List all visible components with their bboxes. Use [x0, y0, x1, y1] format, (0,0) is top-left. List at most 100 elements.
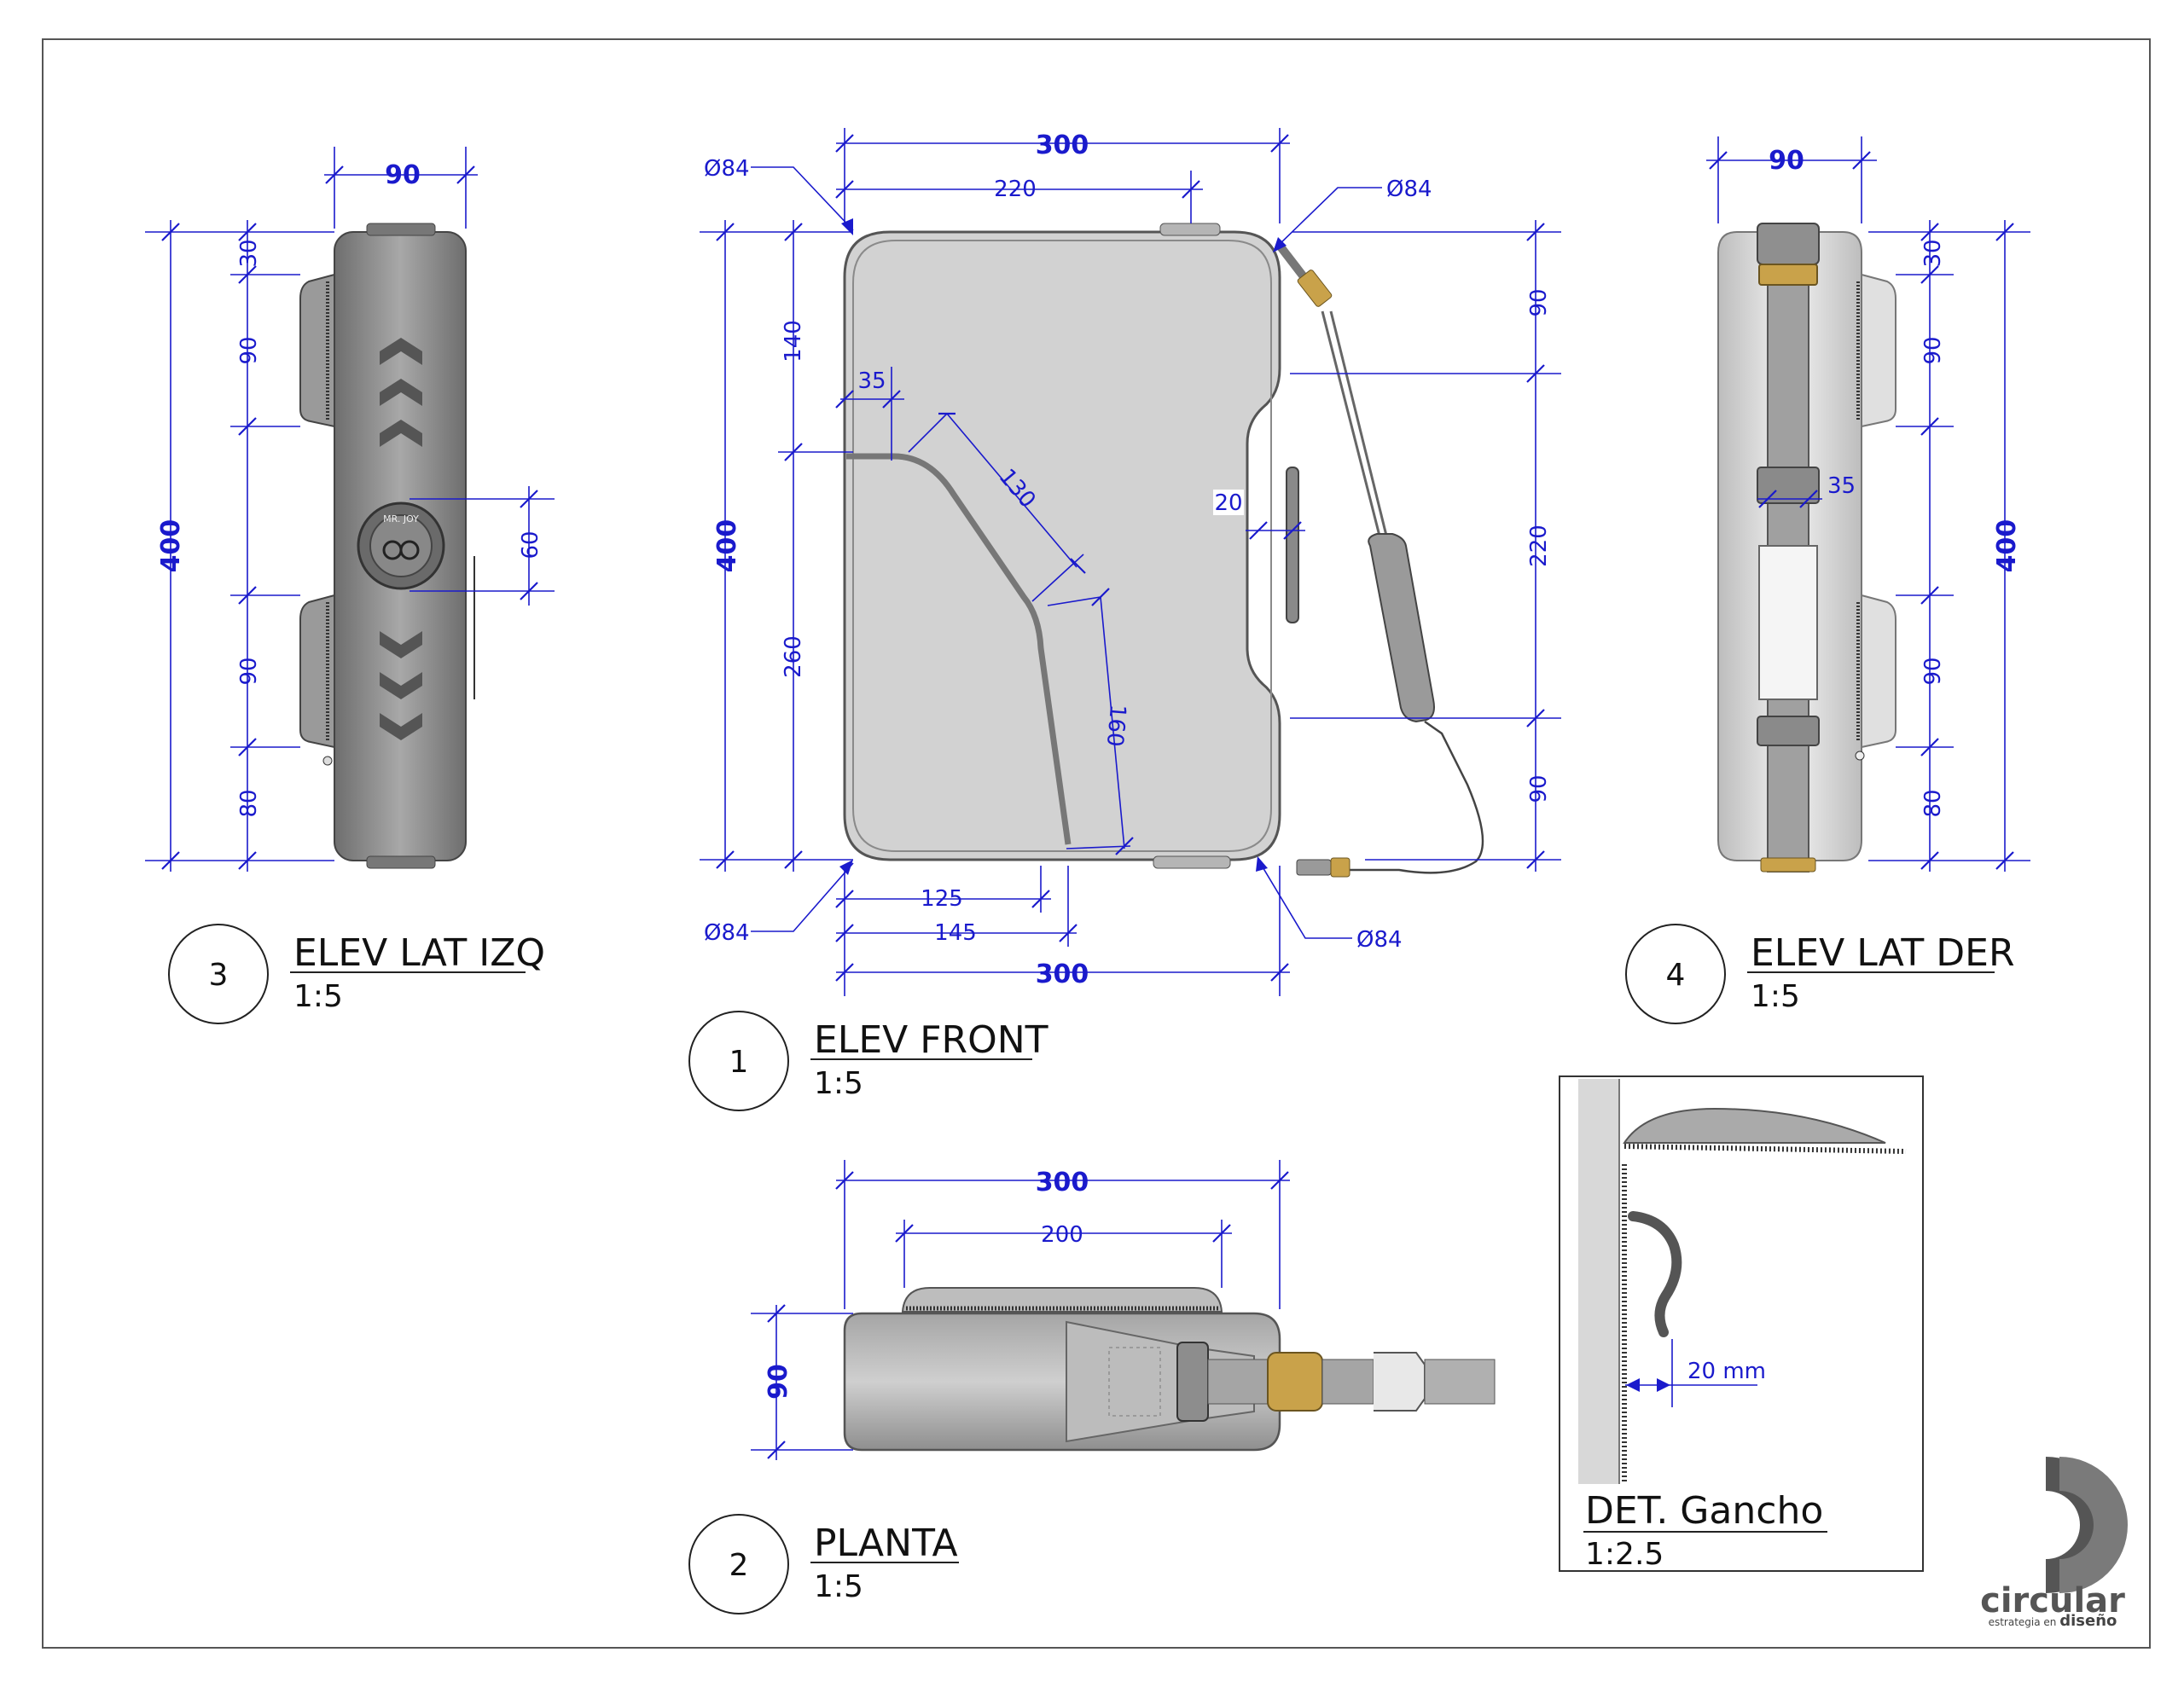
badge-text: MR. JOY [383, 513, 419, 525]
svg-text:90: 90 [1526, 774, 1552, 803]
view-number-circle [1625, 924, 1726, 1024]
svg-text:35: 35 [1827, 473, 1856, 499]
svg-text:80: 80 [236, 789, 262, 817]
logo-tagline: estrategia en diseño [1989, 1612, 2117, 1630]
dim-width-90-der: 90 [1706, 136, 1877, 223]
dim-plan-90: 90 [751, 1304, 853, 1460]
buckle [1267, 1352, 1323, 1412]
svg-text:400: 400 [712, 519, 742, 573]
svg-text:300: 300 [1036, 1168, 1089, 1197]
svg-text:Ø84: Ø84 [1356, 927, 1403, 953]
dim-160: 160 [1047, 588, 1134, 855]
svg-text:90: 90 [1769, 146, 1804, 176]
dim-height-400-der: 400 [1868, 220, 2030, 872]
front-seam [846, 453, 1072, 845]
chevron-down-icon [380, 631, 422, 740]
view-title: ELEV LAT IZQ [293, 931, 545, 975]
dim-chain-left: 30 90 90 80 [230, 220, 300, 872]
strap-pad [1758, 545, 1818, 700]
svg-text:220: 220 [1526, 525, 1552, 567]
view-number-circle [688, 1514, 789, 1615]
view-elev-front: 300 220 Ø84 Ø84 Ø84 Ø84 [688, 128, 1561, 1111]
shoulder-strap [1276, 242, 1484, 878]
svg-text:125: 125 [921, 886, 963, 912]
svg-text:Ø84: Ø84 [1386, 177, 1432, 202]
svg-text:Ø84: Ø84 [704, 920, 750, 946]
view-elev-lat-der: 90 400 30 90 90 80 35 4 [1625, 136, 2030, 1024]
view-title: DET. Gancho [1585, 1489, 1823, 1533]
svg-text:145: 145 [934, 920, 977, 946]
dim-height-400-front: 400 [700, 220, 853, 872]
sheet-border [42, 38, 2151, 1649]
view-title: PLANTA [814, 1522, 958, 1565]
view-scale: 1:2.5 [1585, 1537, 1664, 1572]
logo-circular: circular estrategia en diseño [1980, 1457, 2128, 1630]
dim-plan-200: 200 [895, 1220, 1232, 1288]
dim-bottom-125: 125 [835, 866, 1051, 913]
svg-text:400: 400 [156, 519, 186, 573]
svg-text:300: 300 [1036, 130, 1089, 160]
dim-detail-20mm: 20 mm [1625, 1339, 1766, 1407]
svg-text:20: 20 [1214, 490, 1242, 516]
svg-text:30: 30 [1920, 239, 1946, 267]
svg-text:220: 220 [994, 177, 1037, 202]
dim-bottom-300: 300 [835, 866, 1290, 996]
svg-text:90: 90 [1526, 288, 1552, 316]
logo-name: circular [1980, 1581, 2125, 1620]
dim-diameter-tr: Ø84 [1273, 177, 1432, 252]
dim-diameter-br: Ø84 [1256, 856, 1403, 953]
svg-text:1: 1 [729, 1045, 749, 1080]
dim-diameter-tl: Ø84 [704, 156, 854, 235]
dim-35: 35 [835, 367, 904, 461]
dim-badge-60: 60 [410, 486, 555, 606]
view-elev-lat-izq: MR. JOY 90 400 30 90 90 [145, 147, 555, 1024]
svg-text:400: 400 [1992, 519, 2022, 573]
chevron-up-icon [380, 338, 422, 447]
svg-text:90: 90 [1920, 657, 1946, 685]
hook [1628, 1211, 1682, 1337]
svg-text:3: 3 [209, 958, 229, 993]
dim-chain-front-right: 90 220 90 [1290, 220, 1561, 872]
dim-top-300: 300 [835, 128, 1290, 223]
svg-text:35: 35 [857, 368, 886, 394]
svg-text:140: 140 [781, 320, 806, 362]
view-title: ELEV FRONT [814, 1018, 1048, 1062]
svg-text:300: 300 [1036, 959, 1089, 989]
svg-text:90: 90 [1920, 336, 1946, 364]
dim-height-400: 400 [145, 220, 334, 872]
view-scale: 1:5 [814, 1066, 863, 1101]
svg-text:4: 4 [1666, 958, 1686, 993]
svg-text:90: 90 [764, 1364, 793, 1400]
svg-text:80: 80 [1920, 789, 1946, 817]
view-title: ELEV LAT DER [1751, 931, 2015, 975]
dim-diameter-bl: Ø84 [704, 860, 854, 946]
dim-top-220: 220 [835, 171, 1203, 223]
dim-plan-300: 300 [835, 1160, 1290, 1309]
svg-text:160: 160 [1101, 704, 1130, 748]
view-planta: 300 200 90 2 PLANTA 1:5 [688, 1160, 1496, 1615]
svg-text:30: 30 [236, 239, 262, 267]
svg-text:60: 60 [518, 530, 543, 559]
view-scale: 1:5 [293, 979, 343, 1014]
svg-text:90: 90 [236, 336, 262, 364]
svg-text:90: 90 [385, 160, 421, 190]
view-number-circle [168, 924, 269, 1024]
brand-badge: MR. JOY [357, 501, 445, 590]
view-number-circle [688, 1011, 789, 1111]
front-body [843, 230, 1281, 861]
view-detail-gancho: 20 mm DET. Gancho 1:2.5 [1559, 1075, 1924, 1572]
dim-chain-front-left: 140 260 [778, 220, 853, 872]
dim-bottom-145: 145 [835, 866, 1077, 947]
dim-chain-der: 30 90 90 80 [1896, 220, 1954, 872]
svg-text:90: 90 [236, 657, 262, 685]
front-handle [1286, 467, 1299, 623]
dim-35-der: 35 [1757, 473, 1856, 508]
svg-text:20 mm: 20 mm [1687, 1359, 1766, 1384]
svg-text:2: 2 [729, 1548, 749, 1583]
view-scale: 1:5 [814, 1569, 863, 1604]
svg-text:260: 260 [781, 635, 806, 678]
svg-text:Ø84: Ø84 [704, 156, 750, 182]
dim-width-90: 90 [324, 147, 478, 229]
dim-20: 20 [1213, 490, 1305, 540]
